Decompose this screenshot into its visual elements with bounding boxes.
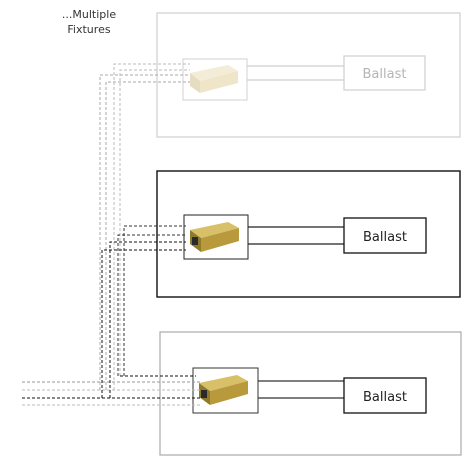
caption-line-2: Fixtures — [67, 23, 111, 36]
fixture-1: Ballast — [156, 12, 461, 138]
fixture-2-frame — [156, 170, 461, 298]
multiple-fixtures-caption: ...Multiple Fixtures — [44, 7, 134, 37]
control-wiring — [22, 63, 200, 406]
fixture-3-frame — [159, 331, 462, 456]
fixture-2: Ballast — [156, 170, 461, 298]
fixture-2-ballast-label: Ballast — [363, 230, 407, 245]
fixture-1-ballast-label: Ballast — [363, 67, 407, 82]
fixture-1-ballast-box — [343, 55, 426, 91]
fixture-3: Ballast — [159, 331, 462, 456]
caption-line-1: ...Multiple — [61, 8, 117, 21]
fixture-2-connector-icon — [190, 222, 239, 252]
fixture-2-ballast-box — [343, 217, 427, 254]
fixture-1-connector-icon — [190, 65, 238, 93]
fixture-3-ballast-label: Ballast — [363, 390, 407, 405]
fixture-3-connector-icon — [199, 375, 248, 405]
fixture-3-ballast-box — [343, 377, 427, 414]
